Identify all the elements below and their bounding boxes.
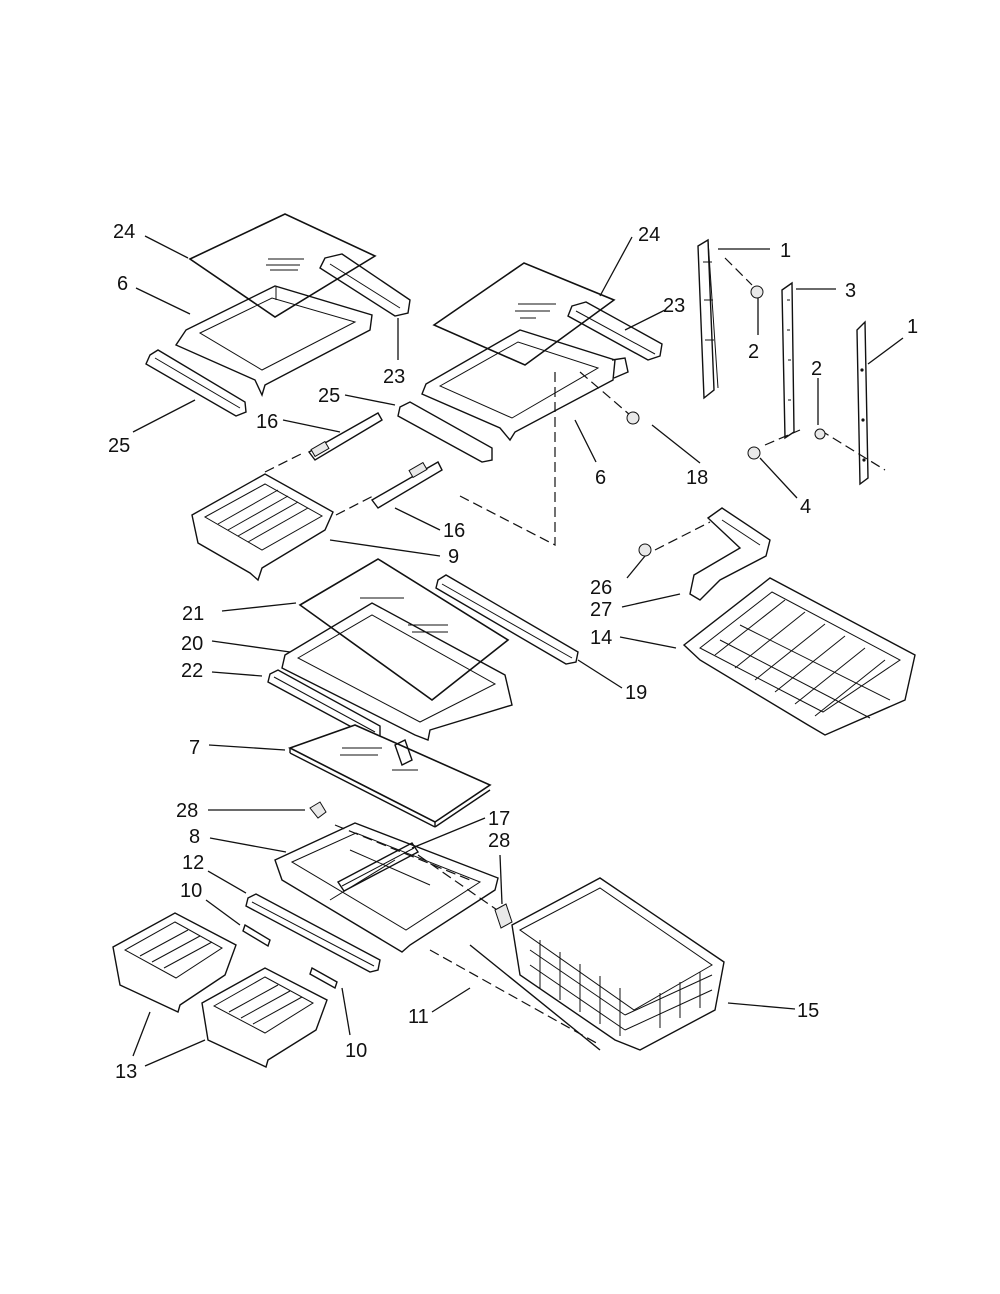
callout-28: 28	[488, 830, 510, 852]
rail-screws	[626, 285, 826, 460]
basket-pin	[638, 543, 652, 557]
crisper-clips	[242, 923, 338, 990]
callout-19: 19	[625, 682, 647, 704]
alignment-lines	[264, 257, 886, 1046]
crisper-cover-glass	[287, 724, 492, 828]
callout-14: 14	[590, 627, 612, 649]
callout-23: 23	[663, 295, 685, 317]
callout-4: 4	[800, 496, 811, 518]
callout-25: 25	[108, 435, 130, 457]
lower-wire-basket	[511, 877, 725, 1051]
callout-3: 3	[845, 280, 856, 302]
basket-end-cap	[689, 507, 771, 601]
callout-2: 2	[811, 358, 822, 380]
callout-24: 24	[113, 221, 135, 243]
upper-center-shelf-frame	[421, 329, 629, 442]
callout-17: 17	[488, 808, 510, 830]
callout-8: 8	[189, 826, 200, 848]
callout-1: 1	[780, 240, 791, 262]
crisper-bracket-right	[494, 903, 513, 929]
callout-7: 7	[189, 737, 200, 759]
callout-6: 6	[595, 467, 606, 489]
crisper-drawer-left	[112, 912, 237, 1013]
callout-15: 15	[797, 1000, 819, 1022]
upper-wire-basket	[682, 577, 916, 736]
upper-center-rear-trim	[567, 301, 663, 361]
right-rail	[856, 320, 869, 486]
callout-27: 27	[590, 599, 612, 621]
callout-6: 6	[117, 273, 128, 295]
callout-10: 10	[180, 880, 202, 902]
callout-25: 25	[318, 385, 340, 407]
middle-shelf-rear-trim	[435, 574, 579, 665]
middle-shelf-glass	[298, 558, 510, 702]
callout-23: 23	[383, 366, 405, 388]
callout-24: 24	[638, 224, 660, 246]
callout-9: 9	[448, 546, 459, 568]
upper-center-front-trim	[397, 401, 493, 463]
callout-13: 13	[115, 1061, 137, 1083]
left-slide-rail	[307, 412, 383, 461]
upper-left-rear-trim	[319, 253, 411, 317]
upper-left-shelf-frame	[174, 285, 373, 397]
upper-left-shelf-glass	[188, 213, 377, 318]
callout-11: 11	[408, 1006, 429, 1028]
crisper-divider-rail	[336, 842, 420, 892]
crisper-support-rod	[469, 944, 601, 1051]
deli-drawer	[191, 473, 334, 582]
left-rail	[697, 238, 719, 400]
callout-28: 28	[176, 800, 198, 822]
callout-labels: 24 6 25 23 24 23 25 16 6 18 16 9 1 2 3 1…	[108, 221, 918, 1083]
callout-10: 10	[345, 1040, 367, 1062]
upper-center-shelf-glass	[432, 262, 616, 366]
right-slide-rail	[370, 461, 443, 509]
callout-26: 26	[590, 577, 612, 599]
callout-16: 16	[443, 520, 465, 542]
upper-left-front-trim	[145, 349, 247, 417]
crisper-front-trim	[245, 893, 381, 973]
crisper-bracket-left	[309, 801, 327, 819]
crisper-frame	[274, 822, 499, 953]
crisper-drawer-right	[201, 967, 328, 1068]
callout-21: 21	[182, 603, 204, 625]
callout-16: 16	[256, 411, 278, 433]
leader-lines	[132, 235, 904, 1067]
middle-shelf-frame	[281, 602, 513, 741]
callout-12: 12	[182, 852, 204, 874]
callout-20: 20	[181, 633, 203, 655]
callout-22: 22	[181, 660, 203, 682]
callout-1: 1	[907, 316, 918, 338]
center-rail	[781, 281, 795, 440]
callout-18: 18	[686, 467, 708, 489]
callout-2: 2	[748, 341, 759, 363]
